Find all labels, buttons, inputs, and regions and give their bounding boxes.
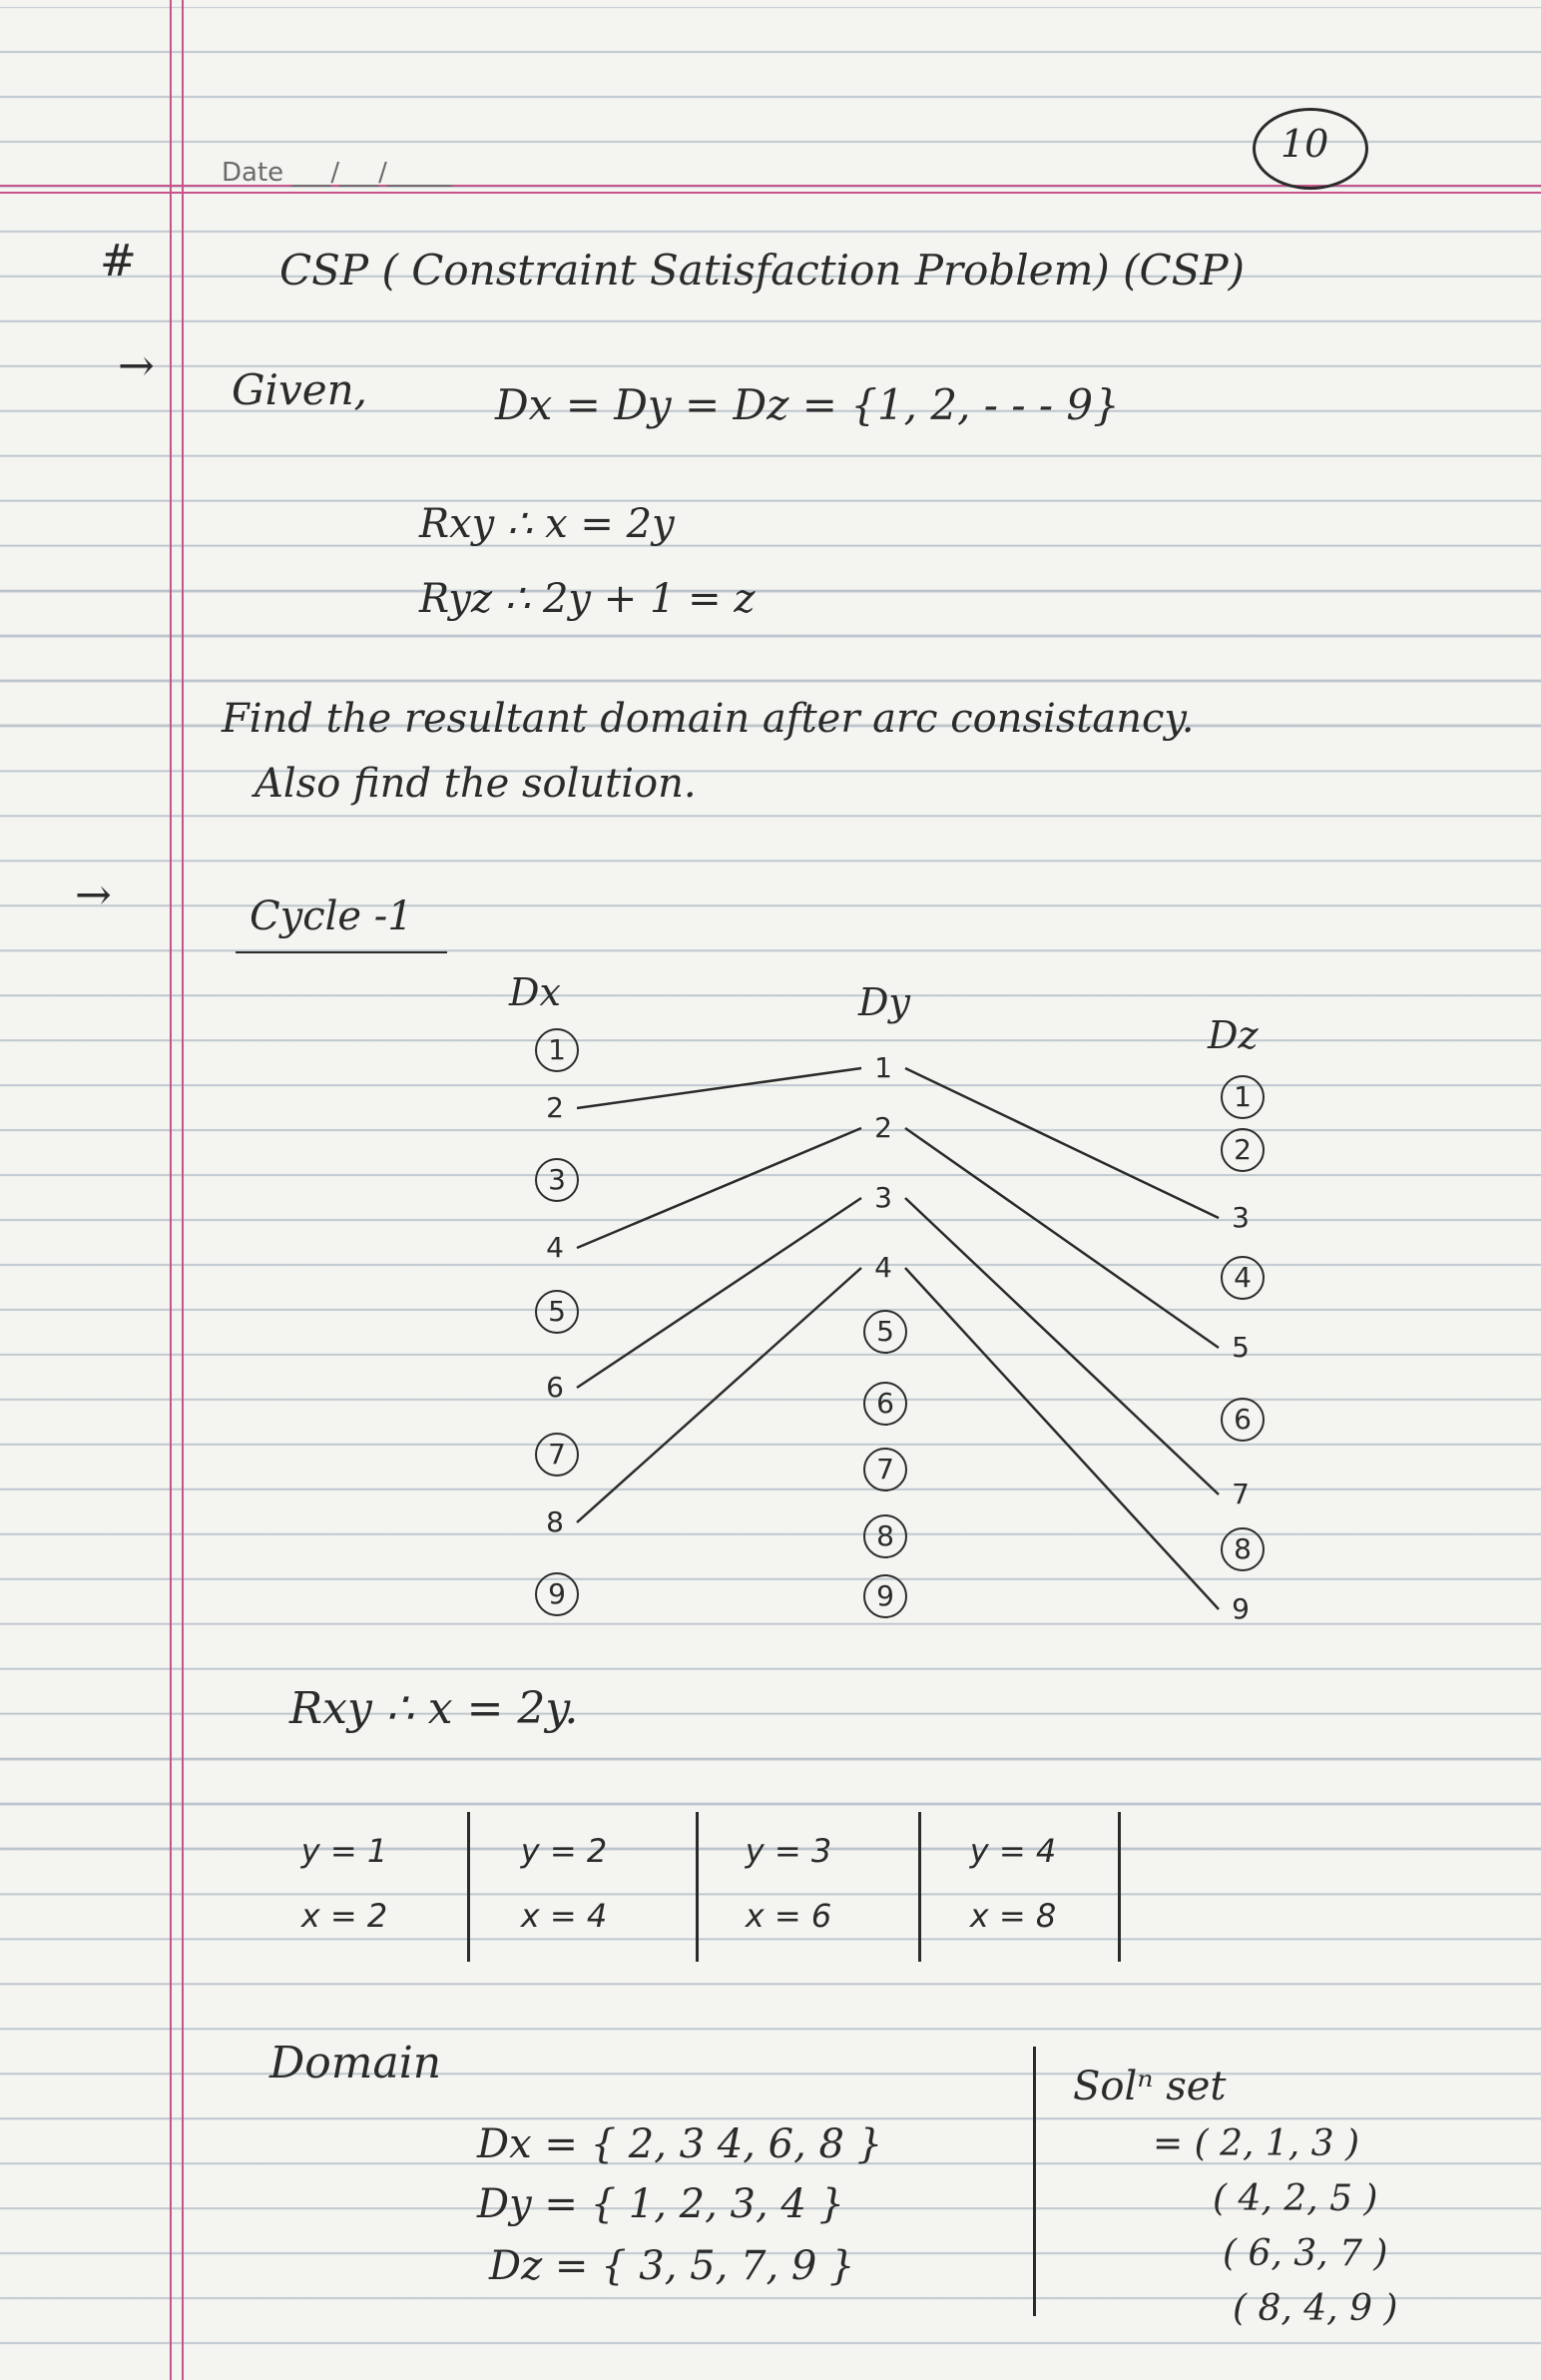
header-dy: Dy (858, 980, 910, 1024)
edge-xy (576, 1066, 862, 1110)
domain-dz: Dz = { 3, 5, 7, 9 } (489, 2243, 855, 2289)
given-arrow: → (118, 340, 155, 391)
solution-row: ( 6, 3, 7 ) (1223, 2233, 1388, 2274)
margin-line-right (182, 0, 184, 2380)
table-divider (467, 1812, 470, 1962)
margin-line-left (170, 0, 172, 2380)
dy-value: 9 (863, 1574, 907, 1618)
table-cell: x = 8 (969, 1897, 1057, 1935)
table-divider (696, 1812, 699, 1962)
dy-value: 6 (863, 1382, 907, 1426)
dy-value: 2 (874, 1111, 892, 1144)
domain-label: Domain (269, 2038, 442, 2088)
header-dx: Dx (509, 970, 561, 1014)
domain-dy: Dy = { 1, 2, 3, 4 } (477, 2181, 845, 2227)
page-title: CSP ( Constraint Satisfaction Problem) (… (279, 246, 1246, 295)
dz-value: 5 (1232, 1331, 1250, 1364)
dz-value: 9 (1232, 1592, 1250, 1625)
dz-value: 1 (1221, 1075, 1265, 1119)
answer-arrow: → (75, 870, 112, 920)
header-rule-2 (0, 192, 1541, 194)
edge-xy (576, 1196, 862, 1390)
edge-yz (904, 1267, 1220, 1610)
page-number-circle (1253, 108, 1368, 190)
dz-value: 7 (1232, 1478, 1250, 1510)
dx-value: 7 (535, 1433, 579, 1477)
domain-dx: Dx = { 2, 3 4, 6, 8 } (477, 2121, 883, 2167)
dz-value: 6 (1221, 1398, 1265, 1442)
dy-value: 5 (863, 1310, 907, 1354)
dy-value: 1 (874, 1051, 892, 1084)
edge-yz (904, 1197, 1220, 1495)
edge-xy (576, 1267, 862, 1523)
page-number: 10 (1281, 122, 1329, 166)
dz-value: 2 (1221, 1128, 1265, 1172)
solution-row: ( 4, 2, 5 ) (1213, 2178, 1378, 2219)
question-line-2: Also find the solution. (255, 761, 697, 807)
table-divider (918, 1812, 921, 1962)
solution-row: ( 8, 4, 9 ) (1233, 2288, 1398, 2329)
table-cell: x = 4 (520, 1897, 608, 1935)
table-cell: x = 6 (745, 1897, 832, 1935)
dy-value: 4 (874, 1251, 892, 1284)
dx-value: 3 (535, 1158, 579, 1202)
dy-value: 7 (863, 1448, 907, 1491)
date-label: Date ___/___/_____ (222, 158, 452, 188)
dy-value: 8 (863, 1514, 907, 1558)
dx-value: 1 (535, 1028, 579, 1072)
dx-value: 6 (546, 1371, 564, 1404)
dx-value: 8 (546, 1505, 564, 1538)
dx-value: 5 (535, 1290, 579, 1334)
edge-yz (904, 1126, 1220, 1350)
constraint-rxy: Rxy ∴ x = 2y (419, 501, 675, 547)
dx-value: 4 (546, 1231, 564, 1264)
header-dz: Dz (1208, 1013, 1259, 1057)
solution-label: Solⁿ set (1073, 2064, 1227, 2109)
table-cell: y = 3 (745, 1832, 832, 1870)
table-cell: y = 1 (300, 1832, 388, 1870)
edge-yz (904, 1066, 1220, 1220)
cycle-underline (236, 951, 447, 953)
constraint-ryz: Ryz ∴ 2y + 1 = z (419, 576, 756, 622)
table-cell: y = 2 (520, 1832, 608, 1870)
header-rule (0, 185, 1541, 187)
solution-divider (1033, 2047, 1036, 2316)
dx-value: 9 (535, 1572, 579, 1616)
table-cell: y = 4 (969, 1832, 1057, 1870)
cycle-label: Cycle -1 (250, 893, 413, 939)
dz-value: 8 (1221, 1527, 1265, 1571)
solution-row: = ( 2, 1, 3 ) (1153, 2123, 1360, 2164)
dy-value: 3 (874, 1181, 892, 1214)
question-line-1: Find the resultant domain after arc cons… (222, 696, 1195, 742)
heading-bullet: # (100, 236, 137, 287)
given-label: Given, (232, 365, 367, 414)
table-divider (1118, 1812, 1121, 1962)
table-cell: x = 2 (300, 1897, 388, 1935)
edge-xy (576, 1126, 862, 1250)
dz-value: 4 (1221, 1256, 1265, 1300)
rxy-line: Rxy ∴ x = 2y. (289, 1683, 579, 1734)
dx-value: 2 (546, 1091, 564, 1124)
dz-value: 3 (1232, 1201, 1250, 1234)
given-domains: Dx = Dy = Dz = {1, 2, - - - 9} (495, 380, 1120, 429)
